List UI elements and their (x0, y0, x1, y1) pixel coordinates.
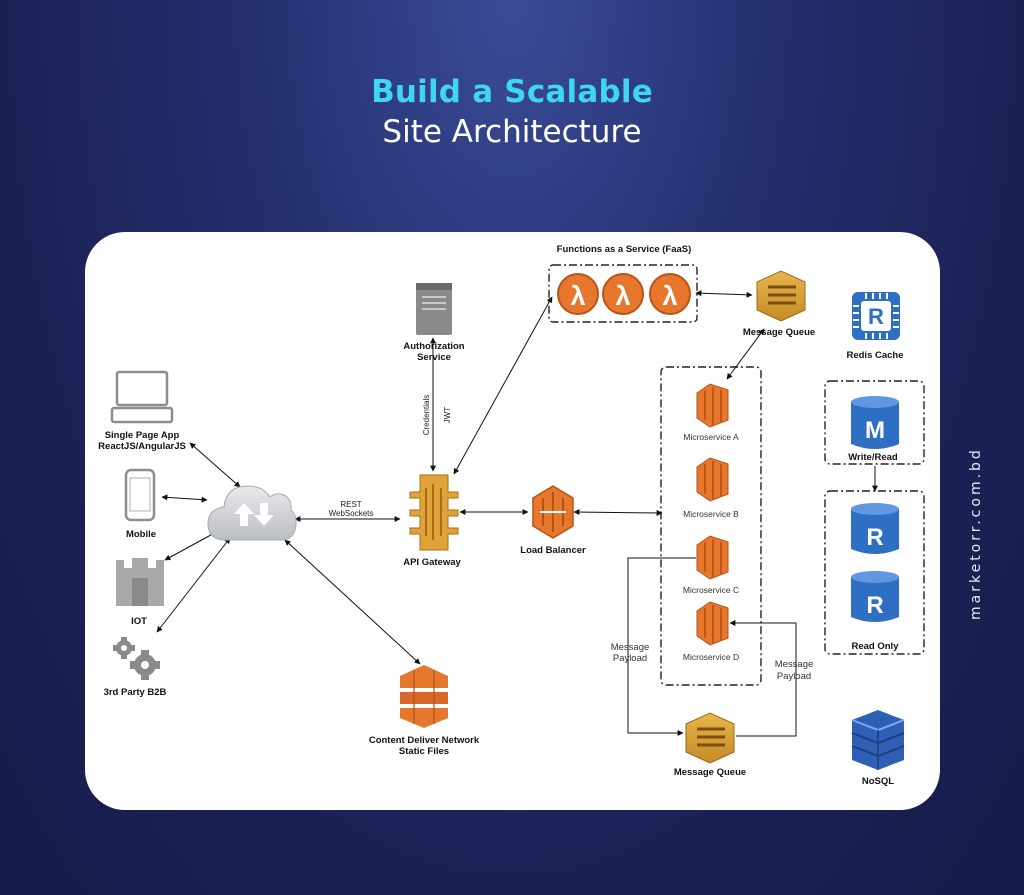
master-database-icon: M (851, 396, 899, 449)
architecture-diagram-card: Credentials JWT REST WebSockets Message … (85, 232, 940, 810)
redis-cache-label: Redis Cache (846, 350, 903, 361)
svg-text:λ: λ (662, 281, 677, 311)
svg-text:R: R (866, 524, 883, 551)
lambda-function-2-icon: λ (602, 273, 644, 315)
microservice-d-label: Microservice D (683, 652, 739, 662)
arrow-gateway-faas (453, 296, 553, 475)
authorization-server-icon (416, 283, 452, 335)
microservice-b-label: Microservice B (683, 509, 739, 519)
arrow-lb-microservices (573, 509, 663, 516)
payload-right-line1: Message (775, 659, 814, 670)
iot-icon (116, 558, 164, 606)
architecture-diagram: Credentials JWT REST WebSockets Message … (98, 244, 925, 787)
faas-group-box (548, 264, 698, 323)
load-balancer-icon (532, 485, 574, 539)
cloud-upload-download-icon (207, 485, 297, 541)
cdn-label-line2: Static Files (399, 746, 449, 757)
spa-label-line2: ReactJS/AngularJS (98, 441, 186, 452)
jwt-label: JWT (443, 407, 452, 424)
microservice-a-icon (696, 383, 729, 428)
load-balancer-label: Load Balancer (520, 545, 586, 556)
nosql-label: NoSQL (862, 776, 894, 787)
svg-text:λ: λ (615, 281, 630, 311)
mobile-label: Mobile (126, 529, 156, 540)
faas-label: Functions as a Service (FaaS) (557, 244, 692, 255)
replica-database-1-icon: R (851, 503, 899, 554)
message-queue-bottom-icon (685, 712, 735, 764)
desktop-computer-icon (110, 370, 174, 424)
message-queue-top-label: Message Queue (743, 327, 815, 338)
site-url: marketorr.com.bd (968, 447, 984, 620)
nosql-database-icon (851, 710, 905, 770)
api-gateway-label: API Gateway (403, 557, 461, 568)
authorization-label-line2: Service (417, 352, 451, 363)
arrow-spa-cloud (189, 442, 241, 488)
payload-left-line2: Payload (613, 653, 647, 664)
arrow-b2b-cloud (156, 537, 231, 633)
gears-icon (113, 637, 160, 680)
arrow-mq-microservice-d (729, 620, 797, 737)
microservice-a-label: Microservice A (683, 432, 739, 442)
websockets-label: WebSockets (329, 509, 374, 518)
replica-database-2-icon: R (851, 571, 899, 622)
arrow-cloud-cdn (284, 539, 421, 665)
svg-text:R: R (868, 304, 884, 329)
cdn-label-line1: Content Deliver Network (369, 735, 480, 746)
api-gateway-icon (409, 474, 459, 551)
microservice-c-icon (696, 535, 729, 580)
mobile-phone-icon (124, 468, 156, 522)
spa-label-line1: Single Page App (105, 430, 180, 441)
arrow-microservice-c-mq (627, 557, 696, 736)
connectors (156, 290, 878, 737)
microservice-d-icon (696, 601, 729, 646)
credentials-label: Credentials (422, 395, 431, 435)
authorization-label-line1: Authorization (403, 341, 464, 352)
arrow-mobile-cloud (161, 494, 208, 503)
iot-label: IOT (131, 616, 147, 627)
page-title: Build a Scalable (371, 74, 653, 110)
write-read-label: Write/Read (848, 452, 898, 463)
arrow-faas-mq (695, 290, 753, 298)
write-read-group-box (824, 380, 925, 465)
b2b-label: 3rd Party B2B (104, 687, 167, 698)
rest-label: REST (340, 500, 361, 509)
message-queue-bottom-label: Message Queue (674, 767, 746, 778)
page-header: Build a Scalable Site Architecture (0, 72, 1024, 152)
microservices-group-box (660, 366, 762, 686)
microservice-c-label: Microservice C (683, 585, 739, 595)
lambda-function-1-icon: λ (557, 273, 599, 315)
cdn-icon (400, 665, 448, 728)
payload-left-line1: Message (611, 642, 650, 653)
redis-cache-icon: R (852, 292, 900, 340)
message-queue-top-icon (756, 270, 806, 322)
svg-text:R: R (866, 592, 883, 619)
read-only-label: Read Only (852, 641, 900, 652)
svg-text:λ: λ (570, 281, 585, 311)
lambda-function-3-icon: λ (649, 273, 691, 315)
payload-right-line2: Payload (777, 671, 811, 682)
page-subtitle: Site Architecture (382, 114, 642, 150)
microservice-b-icon (696, 457, 729, 502)
arrow-mq-microservice-a (726, 328, 765, 380)
svg-text:M: M (865, 417, 885, 444)
